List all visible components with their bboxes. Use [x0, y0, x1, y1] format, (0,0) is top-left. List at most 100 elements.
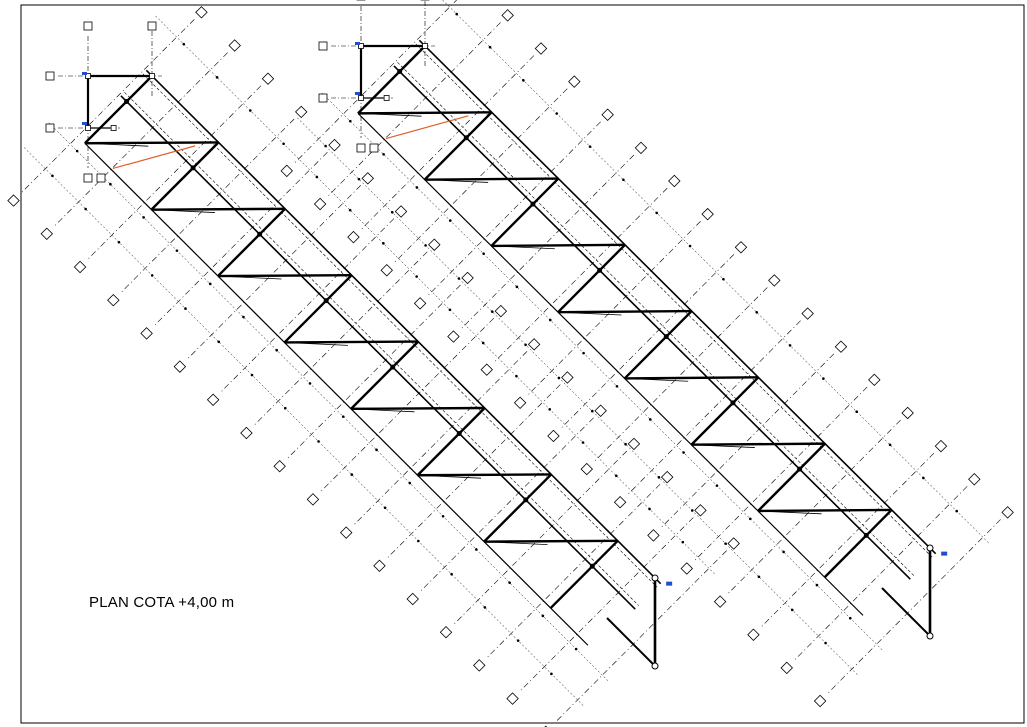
left-truss-grid-line: [253, 251, 428, 427]
right-truss-grid-bubble: [747, 628, 760, 641]
left-truss-grid-bubble: [428, 238, 441, 251]
left-truss-dimension-tick: [182, 42, 186, 46]
right-corner-detail-node: [422, 43, 428, 49]
left-truss-grid-bubble: [461, 271, 474, 285]
right-truss-node: [397, 69, 403, 75]
left-truss-grid-line: [20, 19, 195, 194]
left-truss-dimension-tick: [84, 207, 87, 211]
left-truss-dimension-tick: [308, 382, 312, 385]
right-truss-grid-bubble: [634, 141, 648, 155]
right-truss-dimension-tick: [622, 178, 625, 182]
left-truss-web-post: [217, 207, 286, 277]
left-truss-dimension-tick: [541, 614, 545, 618]
right-truss-dimension-tick: [855, 410, 859, 414]
right-truss-grid-line: [693, 386, 868, 562]
right-truss-dimension-tick: [424, 244, 427, 247]
right-truss-web-diagonal: [758, 508, 892, 513]
left-truss-web-diagonal: [217, 274, 352, 278]
left-truss-grid-bubble: [195, 6, 208, 19]
right-truss-dimension-tick: [648, 418, 652, 421]
left-truss-grid-line: [286, 284, 461, 460]
corner-details: [45, 0, 435, 183]
right-truss-dimension-tick: [922, 476, 925, 480]
left-truss-dimension-tick: [481, 341, 485, 345]
left-truss-node: [124, 98, 130, 104]
right-truss-dimension-tick: [555, 112, 559, 115]
left-truss-dimension-tick: [681, 540, 685, 544]
right-truss-dimension-tick: [582, 351, 585, 355]
left-truss-grid-bubble: [494, 304, 508, 318]
left-truss-web-post: [483, 473, 553, 543]
left-truss-grid-line: [452, 450, 628, 626]
left-truss-dimension-tick: [415, 275, 418, 278]
left-truss-grid-bubble: [527, 338, 541, 351]
right-truss-grid-line: [360, 55, 535, 231]
left-truss-grid-bubble: [339, 526, 353, 539]
left-truss-web-inner-line: [217, 275, 282, 280]
right-truss-web-post: [357, 45, 426, 115]
right-truss-node: [530, 201, 536, 207]
right-truss-web-inner-line: [491, 245, 555, 250]
left-truss-dimension-line: [23, 147, 584, 707]
left-corner-detail-grid-tag: [147, 21, 157, 31]
left-truss-grid-bubble: [373, 559, 386, 573]
right-truss-dimension-tick: [488, 45, 492, 49]
right-truss-web-diagonal: [491, 243, 626, 248]
right-truss-dimension-tick: [722, 277, 725, 281]
left-truss-web-diagonal: [284, 340, 419, 344]
left-truss-dimension-tick: [516, 639, 520, 642]
left-corner-detail-dimension-marker: [82, 72, 87, 75]
right-truss-top-chord: [418, 39, 937, 555]
right-truss-grid-bubble: [813, 694, 827, 708]
right-truss-grid-bubble: [713, 595, 727, 608]
right-truss-dimension-tick: [655, 211, 659, 215]
right-truss-dimension-tick: [482, 252, 485, 256]
right-truss-grid-bubble: [647, 529, 660, 542]
right-truss-grid-bubble: [1001, 506, 1014, 519]
left-truss-dimension-tick: [450, 572, 453, 576]
left-truss-dimension-tick: [175, 249, 179, 252]
right-truss-dimension-tick: [524, 343, 527, 347]
left-truss-web-inner-line: [351, 408, 415, 413]
left-truss-grid-bubble: [40, 227, 54, 241]
left-truss-dimension-tick: [215, 76, 219, 79]
left-truss-end-node: [651, 574, 659, 582]
right-truss-dimension-tick: [690, 509, 694, 512]
right-truss-dimension-tick: [782, 550, 785, 554]
left-truss-web-post: [416, 407, 486, 477]
left-truss-dimension-line: [155, 15, 716, 575]
left-truss-web-diagonal: [151, 207, 286, 211]
right-truss-grid-line: [426, 121, 601, 297]
right-truss-dimension-tick: [848, 616, 852, 620]
right-truss-end-brace: [881, 587, 931, 637]
right-truss-web-inner-line: [624, 378, 689, 382]
sheet-border: [20, 4, 1025, 724]
left-truss-grid-bubble: [406, 592, 419, 606]
right-truss-dimension-tick: [748, 517, 752, 521]
right-truss-node: [663, 334, 669, 340]
right-truss-grid-bubble: [547, 429, 560, 443]
left-truss-dimension-tick: [441, 514, 445, 518]
left-truss-dimension-tick: [574, 647, 578, 651]
left-truss-dimension-marker: [666, 581, 673, 586]
left-truss-web-diagonal: [484, 539, 618, 543]
left-truss-dimension-tick: [51, 174, 54, 178]
left-truss-web-post: [84, 75, 153, 145]
left-truss-dimension-tick: [382, 242, 385, 245]
left-truss-dimension-tick: [341, 415, 345, 418]
left-truss-dimension-tick: [184, 307, 187, 310]
right-truss-grid-bubble: [413, 297, 427, 310]
left-truss-grid-bubble: [660, 470, 674, 484]
right-truss-dimension-tick: [624, 442, 627, 446]
right-truss-dimension-tick: [590, 409, 594, 413]
right-truss-dimension-tick: [457, 277, 461, 280]
left-corner-detail-grid-tag: [96, 173, 106, 183]
right-truss-dimension-tick: [557, 376, 561, 380]
right-truss-web-post: [823, 509, 893, 579]
right-truss-web-inner-line: [424, 179, 489, 183]
right-truss-grid-bubble: [768, 274, 781, 287]
right-truss-grid-line: [560, 254, 735, 430]
right-truss-grid-line: [326, 22, 501, 198]
left-truss-dimension-tick: [475, 548, 478, 551]
right-truss-grid-bubble: [601, 108, 614, 121]
